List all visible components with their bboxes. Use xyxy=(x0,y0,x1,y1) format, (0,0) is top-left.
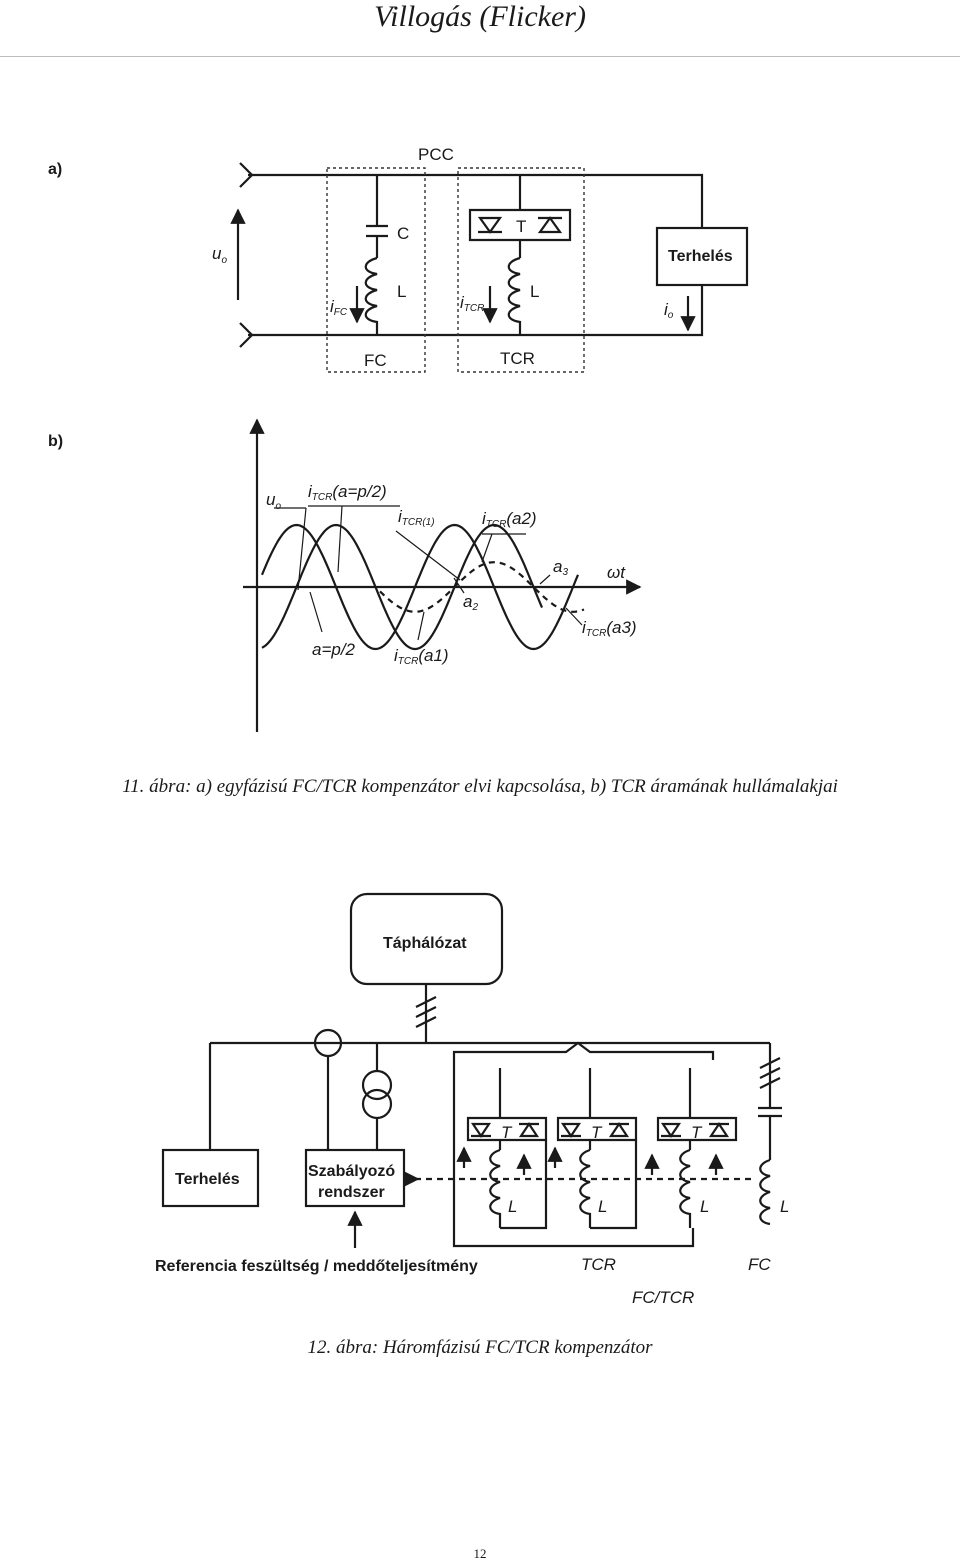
a2-label: a2 xyxy=(463,592,478,613)
page-number: 12 xyxy=(473,1546,487,1561)
tcr-phase-3: T L xyxy=(656,1068,738,1228)
tcr3-thyristors xyxy=(660,1122,730,1138)
fig11a-circuit: a) PCC uo C L iFC FC T L iTCR TCR Terhel… xyxy=(48,145,749,373)
fc-group-label: FC xyxy=(748,1255,771,1274)
alpha-leader xyxy=(309,591,323,633)
bottom-terminal xyxy=(239,322,254,348)
tcr-return-bus xyxy=(452,1060,695,1248)
fig11-caption: 11. ábra: a) egyfázisú FC/TCR kompenzáto… xyxy=(122,776,838,797)
load-label: Terhelés xyxy=(175,1171,240,1188)
omega-t-label: ωt xyxy=(607,563,626,582)
itcr-a3-leader xyxy=(565,607,583,626)
tcr-brace xyxy=(452,1041,715,1060)
fc-capacitor xyxy=(366,175,388,258)
ifc-label: iFC xyxy=(330,297,348,318)
tcr1-l-label: L xyxy=(508,1197,517,1216)
thyristor-right xyxy=(537,216,563,234)
fc-l-label: L xyxy=(780,1197,789,1216)
wave-itcr-a2-label: iTCR(a2) xyxy=(482,509,537,530)
part-a-label: a) xyxy=(48,161,62,178)
tcr1-thyristors xyxy=(470,1122,540,1138)
uo-wave xyxy=(260,523,580,651)
fc-inductor xyxy=(364,256,379,335)
itcr-a2-leader xyxy=(481,533,493,563)
fc-inductor xyxy=(759,1158,771,1226)
cap-label: C xyxy=(397,224,409,243)
header-rule xyxy=(0,56,960,57)
regulator-line2: rendszer xyxy=(318,1184,385,1201)
bottom-bus xyxy=(248,285,704,337)
regulator-line1: Szabályozó xyxy=(308,1163,395,1180)
tcr-thyristor-wiring xyxy=(468,175,572,258)
tcr-inductor xyxy=(507,256,522,335)
three-phase-marks-fc xyxy=(759,1057,781,1089)
alpha-pi2-label: a=p/2 xyxy=(312,640,356,659)
uo-leader xyxy=(297,507,307,591)
itcr-pi2-wave xyxy=(261,523,544,651)
itcr-pi2-leader xyxy=(337,505,343,573)
wave-itcr-a3-label: iTCR(a3) xyxy=(582,618,637,639)
vt-coil-bottom xyxy=(361,1088,393,1120)
wave-itcr1-label: iTCR(1) xyxy=(398,507,435,528)
tcr-group-label: TCR xyxy=(581,1255,616,1274)
tcr1-t-label: T xyxy=(501,1123,513,1142)
load-box xyxy=(161,1148,260,1208)
fc-capacitor xyxy=(758,1043,782,1160)
tcr-t-label: T xyxy=(516,217,526,236)
top-bus xyxy=(248,173,704,228)
tcr-dashed-box xyxy=(457,167,585,373)
fig12-circuit: Táphálózat Terhelés Szabályozó rendszer … xyxy=(155,892,789,1307)
itcr1-leader xyxy=(395,530,461,581)
pcc-label: PCC xyxy=(418,145,454,164)
reference-label: Referencia feszültség / meddőteljesítmén… xyxy=(155,1258,478,1275)
fig11b-waveforms: b) uo iTCR(a=p/2) iTCR(1) iTCR(a2) a3 ωt… xyxy=(48,418,642,732)
three-phase-marks-grid xyxy=(415,996,437,1028)
tcr-phase-1: T L xyxy=(456,1068,548,1228)
page-title: Villogás (Flicker) xyxy=(374,0,586,33)
a3-label: a3 xyxy=(553,557,568,578)
tcr-box-label: TCR xyxy=(500,349,535,368)
a2-leader xyxy=(453,577,465,594)
vt-coil-top xyxy=(361,1069,393,1101)
itcr-label: iTCR xyxy=(460,293,484,314)
tcr2-t-label: T xyxy=(591,1123,603,1142)
load-box xyxy=(655,226,749,287)
tcr2-thyristors xyxy=(560,1122,630,1138)
itcr-a1-leader xyxy=(417,611,425,641)
tcr1-inductor xyxy=(489,1148,502,1228)
tcr3-t-label: T xyxy=(691,1123,703,1142)
fc-box-label: FC xyxy=(364,351,387,370)
io-label: io xyxy=(664,300,674,321)
tcr2-inductor xyxy=(579,1148,592,1228)
tcr-ind-label: L xyxy=(530,282,539,301)
tcr2-l-label: L xyxy=(598,1197,607,1216)
a3-leader xyxy=(539,574,551,585)
wave-itcr-pi2-label: iTCR(a=p/2) xyxy=(308,482,387,503)
fig12-caption: 12. ábra: Háromfázisú FC/TCR kompenzátor xyxy=(307,1337,653,1358)
wave-uo-label: uo xyxy=(266,490,281,512)
thyristor-left xyxy=(477,216,503,234)
part-b-label: b) xyxy=(48,433,63,450)
wave-itcr-a1-label: iTCR(a1) xyxy=(394,646,449,667)
load-label: Terhelés xyxy=(668,248,733,265)
tcr3-l-label: L xyxy=(700,1197,709,1216)
tcr-phase-2: T L xyxy=(547,1068,660,1228)
tcr3-frame xyxy=(656,1068,738,1150)
top-terminal xyxy=(239,162,254,188)
fc-tcr-label: FC/TCR xyxy=(632,1288,694,1307)
uo-label: uo xyxy=(212,244,227,266)
fc-dashed-box xyxy=(326,167,426,373)
itcr1-fundamental-wave xyxy=(379,561,585,613)
grid-label: Táphálózat xyxy=(383,935,467,952)
tcr3-inductor xyxy=(679,1148,692,1228)
fc-ind-label: L xyxy=(397,282,406,301)
